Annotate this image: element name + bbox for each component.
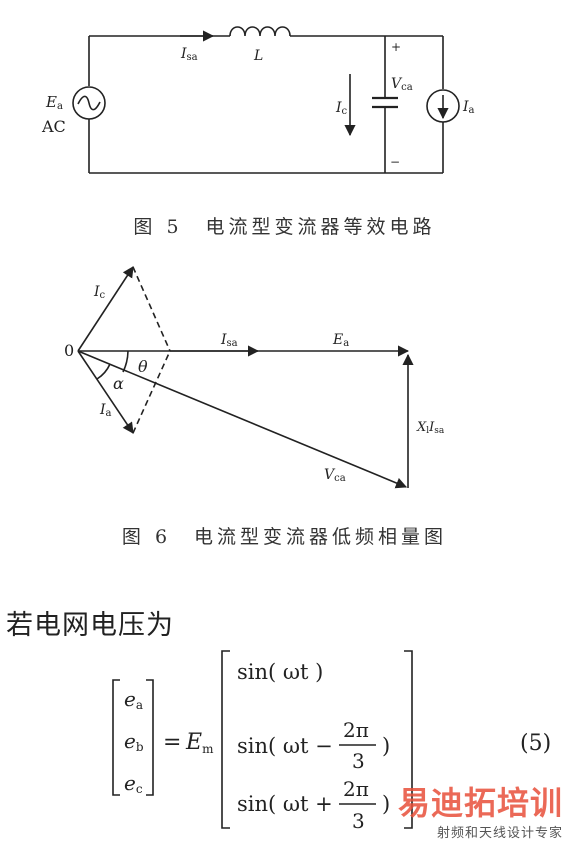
equation-number: (5) (520, 731, 551, 756)
inductor-L (229, 26, 291, 37)
watermark: 易迪拓培训 射频和天线设计专家 (398, 778, 563, 841)
intro-text: 若电网电压为 (6, 610, 174, 641)
lhs-bracket-right (146, 679, 154, 796)
label-phasor-isa: Isa (220, 332, 238, 349)
row2-frac-num: 2π (343, 718, 369, 742)
rhs-bracket-right (404, 650, 413, 829)
label-ea: Ea (45, 93, 63, 112)
label-theta: θ (138, 357, 148, 376)
label-ia: Ia (462, 99, 475, 116)
label-phasor-vca: Vca (324, 467, 346, 484)
lhs-ea: ea (124, 687, 143, 712)
equation-5 (112, 650, 413, 829)
lhs-eb: eb (124, 729, 144, 754)
row1-sin: sin( ωt ) (237, 660, 323, 684)
lhs-ec: ec (124, 771, 143, 796)
label-ic: Ic (335, 100, 348, 117)
row3-sin: sin( ωt + (237, 792, 333, 816)
label-alpha: α (113, 374, 124, 393)
figure-6-caption: 图 6 电流型变流器低频相量图 (121, 526, 448, 548)
rhs-bracket-left (221, 650, 230, 829)
label-isa: Isa (180, 46, 198, 63)
label-phasor-ic: Ic (93, 284, 106, 301)
row3-frac-num: 2π (343, 777, 369, 801)
label-phasor-ea: Ea (332, 332, 349, 349)
ac-source-sine (77, 95, 101, 111)
dashed-upper (132, 266, 171, 352)
phasor-vca (77, 350, 408, 489)
label-xl-isa: XlIsa (416, 420, 445, 436)
phasor-labels: 0 Ic Ia α θ Isa Ea XlIsa Vca (64, 284, 445, 484)
row2-frac-den: 3 (352, 749, 365, 773)
theta-arc (122, 350, 129, 373)
equals-sign: = (163, 730, 181, 755)
row3-frac-den: 3 (352, 809, 365, 833)
watermark-sub: 射频和天线设计专家 (436, 826, 563, 841)
label-minus: − (390, 155, 400, 169)
row2-sin: sin( ωt − (237, 734, 333, 758)
phasor-ic (77, 266, 134, 352)
label-phasor-ia: Ia (99, 402, 112, 419)
label-plus: + (391, 40, 401, 54)
phasor-diagram (77, 266, 414, 489)
lhs-bracket-left (112, 679, 120, 796)
dashed-lower (132, 350, 171, 434)
label-L: L (253, 48, 263, 64)
circuit-labels: Isa L + Vca Ic − Ia Ea AC (41, 40, 475, 169)
circuit-diagram (72, 26, 460, 174)
row2-close: ) (382, 734, 390, 758)
row3-close: ) (382, 792, 390, 816)
label-ac: AC (41, 117, 66, 136)
watermark-main: 易迪拓培训 (397, 784, 563, 822)
figure-5-caption: 图 5 电流型变流器等效电路 (133, 216, 436, 238)
phasor-ia (77, 350, 134, 434)
alpha-arc (96, 363, 111, 380)
label-origin: 0 (64, 341, 74, 360)
label-vca: Vca (391, 76, 413, 93)
equation-5-text: ea eb ec = Em sin( ωt ) sin( ωt − 2π 3 )… (124, 660, 551, 833)
em-symbol: Em (185, 730, 214, 756)
